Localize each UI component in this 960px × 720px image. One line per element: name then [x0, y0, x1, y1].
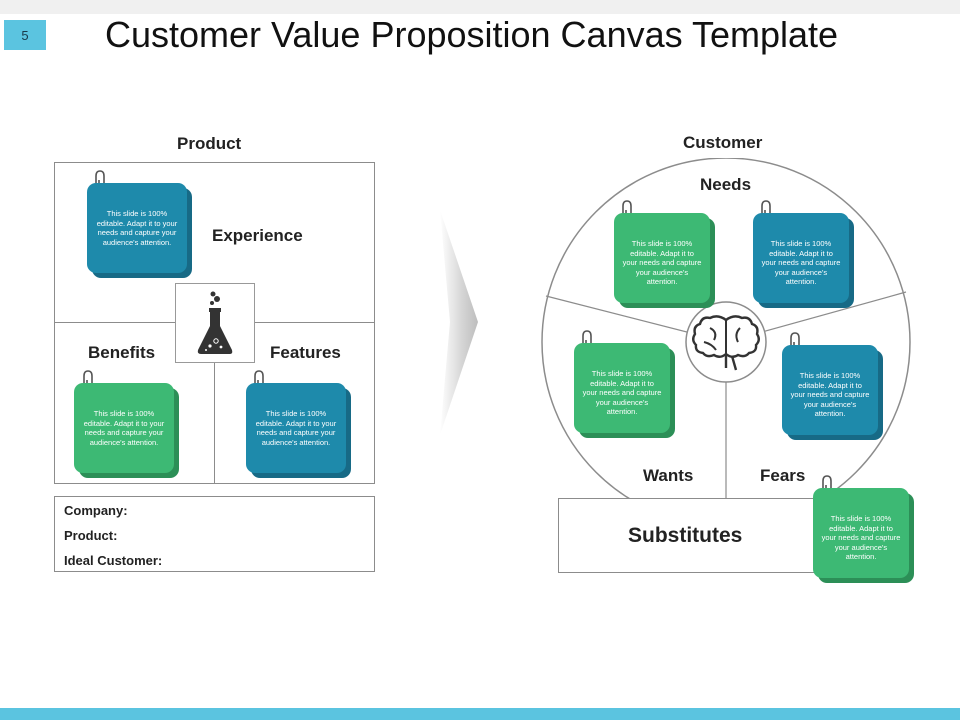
customer-header: Customer — [683, 133, 763, 152]
experience-note: This slide is 100% editable. Adapt it to… — [87, 183, 187, 273]
wants-note: This slide is 100% editable. Adapt it to… — [574, 343, 670, 433]
needs-label: Needs — [700, 175, 752, 194]
substitutes-label: Substitutes — [628, 524, 743, 547]
needs-left-note: This slide is 100% editable. Adapt it to… — [614, 213, 710, 303]
fears-note: This slide is 100% editable. Adapt it to… — [782, 345, 878, 435]
top-band — [0, 0, 960, 14]
ideal-customer-label: Ideal Customer: — [64, 553, 163, 568]
benefits-note: This slide is 100% editable. Adapt it to… — [74, 383, 174, 473]
slide-title: Customer Value Proposition Canvas Templa… — [105, 14, 839, 55]
benefits-label: Benefits — [88, 343, 156, 362]
wants-label: Wants — [643, 466, 694, 485]
slide-number: 5 — [4, 20, 46, 50]
substitutes-note: This slide is 100% editable. Adapt it to… — [813, 488, 909, 578]
flask-icon-box — [175, 283, 255, 363]
product-divider-vertical — [214, 322, 215, 484]
features-note: This slide is 100% editable. Adapt it to… — [246, 383, 346, 473]
chevron-arrow-icon — [440, 210, 478, 435]
product-info-box: Company: Product: Ideal Customer: — [54, 496, 375, 572]
bottom-band — [0, 708, 960, 720]
substitutes-box — [558, 498, 820, 573]
company-label: Company: — [64, 503, 128, 518]
features-label: Features — [270, 343, 341, 362]
product-header: Product — [177, 134, 242, 153]
needs-right-note: This slide is 100% editable. Adapt it to… — [753, 213, 849, 303]
brain-icon — [692, 315, 760, 371]
experience-label: Experience — [212, 226, 303, 245]
fears-label: Fears — [760, 466, 806, 485]
product-label: Product: — [64, 528, 118, 543]
flask-icon — [197, 291, 233, 354]
